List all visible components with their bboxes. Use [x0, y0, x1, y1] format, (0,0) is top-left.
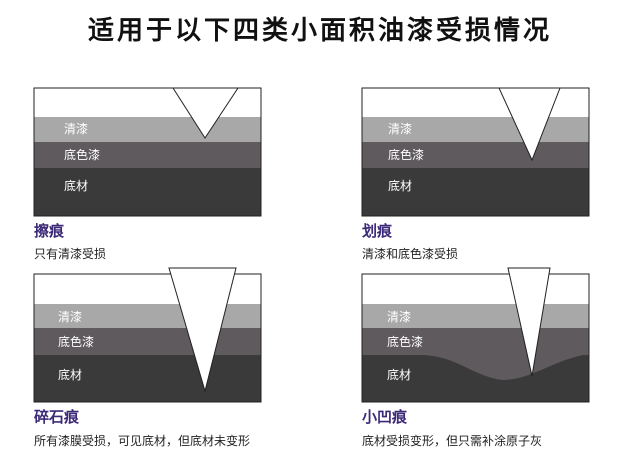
page-title: 适用于以下四类小面积油漆受损情况 — [87, 16, 552, 46]
scuff-notch — [172, 87, 239, 139]
basecoat-label: 底色漆 — [58, 334, 94, 349]
panel-description: 只有清漆受损 — [34, 247, 107, 261]
clearcoat-label: 清漆 — [64, 122, 88, 136]
clearcoat-label: 清漆 — [388, 122, 412, 136]
substrate-label: 底材 — [387, 367, 411, 382]
panel-scuff: 清漆 底色漆 底材 擦痕 只有清漆受损 — [33, 87, 262, 268]
panel-name: 小凹痕 — [362, 408, 408, 426]
dent-basecoat-fill — [422, 328, 589, 380]
basecoat-label: 底色漆 — [64, 147, 100, 162]
scratch-diagram: 清漆 底色漆 底材 — [361, 87, 590, 217]
substrate-layer — [362, 168, 589, 216]
panel-scratch: 清漆 底色漆 底材 划痕 清漆和底色漆受损 — [361, 87, 590, 268]
basecoat-layer — [362, 142, 589, 168]
clearcoat-layer — [34, 117, 261, 142]
substrate-label: 底材 — [64, 178, 88, 193]
panel-name: 划痕 — [362, 222, 393, 240]
basecoat-label: 底色漆 — [387, 334, 423, 349]
clearcoat-layer — [362, 304, 589, 328]
clearcoat-label: 清漆 — [387, 310, 411, 324]
scuff-diagram: 清漆 底色漆 底材 — [33, 87, 262, 217]
panel-small-dent: 清漆 底色漆 底材 小凹痕 底材受损变形，但只需补涂原子灰 — [361, 267, 590, 458]
panel-name: 碎石痕 — [34, 408, 80, 426]
scratch-notch — [498, 87, 561, 162]
stone-chip-notch — [168, 267, 237, 393]
substrate-layer — [34, 168, 261, 216]
substrate-label: 底材 — [58, 367, 82, 382]
clearcoat-label: 清漆 — [58, 310, 82, 324]
stone-chip-diagram: 清漆 底色漆 底材 — [33, 267, 262, 403]
substrate-label: 底材 — [388, 178, 412, 193]
basecoat-layer — [34, 142, 261, 168]
basecoat-layer — [34, 328, 261, 355]
small-dent-diagram: 清漆 底色漆 底材 — [361, 267, 590, 403]
panel-description: 清漆和底色漆受损 — [362, 247, 459, 261]
basecoat-label: 底色漆 — [388, 147, 424, 162]
panel-description: 所有漆膜受损，可见底材，但底材未变形 — [34, 434, 251, 448]
clearcoat-layer — [362, 117, 589, 142]
panel-stone-chip: 清漆 底色漆 底材 碎石痕 所有漆膜受损，可见底材，但底材未变形 — [33, 267, 262, 458]
small-dent-notch — [507, 267, 551, 377]
panel-name: 擦痕 — [34, 222, 65, 240]
substrate-layer — [34, 355, 261, 402]
panel-description: 底材受损变形，但只需补涂原子灰 — [362, 434, 543, 448]
